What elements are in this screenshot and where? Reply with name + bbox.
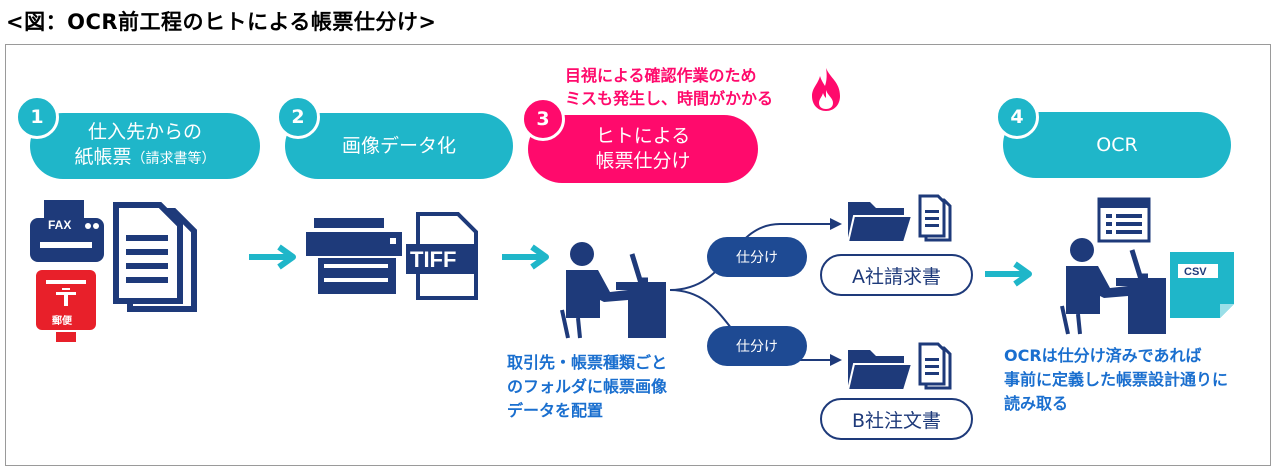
folder-a-label: A社請求書: [820, 254, 973, 296]
note-left-line3: データを配置: [507, 401, 604, 420]
step-1-line1: 仕入先からの: [87, 121, 202, 143]
fax-icon: FAX: [30, 200, 104, 262]
step-1-line2-main: 紙帳票: [74, 146, 132, 168]
arrow-2-icon: [502, 244, 549, 270]
step-1-line2: 紙帳票（請求書等）: [74, 145, 215, 172]
note-right: OCRは仕分け済みであれば 事前に定義した帳票設計通りに 読み取る: [1004, 344, 1228, 416]
step-4-number: 4: [995, 95, 1039, 139]
step-1-pill: 仕入先からの 紙帳票（請求書等）: [30, 113, 260, 179]
step-4-line1: OCR: [1096, 133, 1138, 156]
screen-window-icon: [1097, 197, 1151, 243]
tiff-label: TIFF: [410, 247, 456, 272]
arrow-3-icon: [985, 261, 1032, 287]
postbox-icon: 郵便: [36, 270, 96, 342]
note-right-line3: 読み取る: [1004, 394, 1069, 413]
note-right-line1: OCRは仕分け済みであれば: [1004, 346, 1202, 365]
csv-file-icon: CSV: [1170, 252, 1234, 318]
post-label: 郵便: [52, 314, 73, 327]
folder-b-label: B社注文書: [820, 398, 973, 440]
step-3-number: 3: [521, 97, 565, 141]
note-left-line1: 取引先・帳票種類ごと: [507, 353, 668, 372]
step-3-line1: ヒトによる: [595, 125, 691, 147]
scanner-icon: [306, 218, 402, 294]
step-1-number: 1: [15, 95, 59, 139]
step-2-line1: 画像データ化: [341, 134, 456, 157]
documents-icon: [113, 202, 197, 312]
fire-icon: [812, 68, 840, 111]
step-2-pill: 画像データ化: [285, 113, 513, 179]
note-right-line2: 事前に定義した帳票設計通りに: [1004, 370, 1229, 389]
warning-line1: 目視による確認作業のため: [565, 66, 757, 85]
step-2-number: 2: [276, 95, 320, 139]
doc-b-icon: [918, 342, 952, 390]
sort-tag-2: 仕分け: [707, 326, 807, 366]
step-3-line2: 帳票仕分け: [595, 150, 691, 172]
folder-b-icon: [846, 350, 914, 391]
arrow-1-icon: [249, 244, 296, 270]
sort-tag-1: 仕分け: [707, 237, 807, 277]
note-left-line2: のフォルダに帳票画像: [507, 377, 668, 396]
ocr-worker-icon: [1060, 238, 1166, 335]
csv-label: CSV: [1184, 266, 1207, 278]
warning-line2: ミスも発生し、時間がかかる: [565, 89, 774, 108]
step-4-pill: OCR: [1003, 112, 1231, 178]
worker-icon: [560, 242, 666, 339]
warning-text: 目視による確認作業のため ミスも発生し、時間がかかる: [565, 64, 773, 110]
diagram-frame: [5, 44, 1271, 466]
tiff-file-icon: TIFF: [406, 212, 478, 300]
fax-label: FAX: [48, 218, 71, 232]
doc-a-icon: [918, 194, 952, 242]
step-3-pill: ヒトによる 帳票仕分け: [528, 115, 758, 183]
step-1-line2-small: （請求書等）: [131, 151, 216, 167]
note-left: 取引先・帳票種類ごと のフォルダに帳票画像 データを配置: [507, 351, 667, 423]
folder-a-icon: [846, 202, 914, 243]
figure-title: <図：OCR前工程のヒトによる帳票仕分け>: [6, 10, 437, 34]
